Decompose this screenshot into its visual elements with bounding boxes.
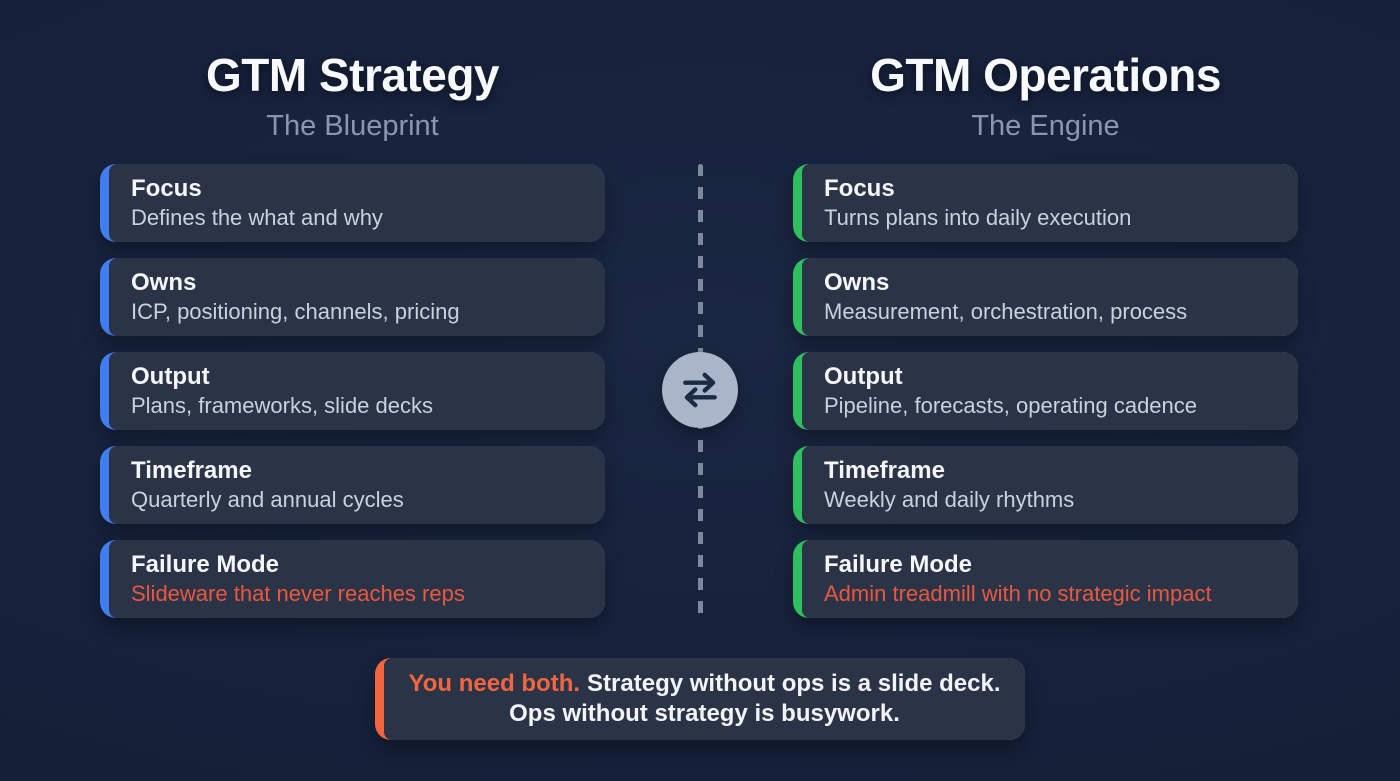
card-label: Timeframe (131, 457, 252, 484)
card-description: Slideware that never reaches reps (131, 581, 465, 606)
card-label: Timeframe (824, 457, 945, 484)
card-description: Pipeline, forecasts, operating cadence (824, 393, 1198, 418)
card-label: Failure Mode (824, 551, 973, 578)
swap-arrows-icon (662, 352, 738, 428)
callout-line1-text: Strategy without ops is a slide deck. (587, 670, 1001, 697)
strategy-title: GTM Strategy (205, 49, 500, 101)
callout-line-2: Ops without strategy is busywork. (509, 700, 900, 727)
card-label: Focus (131, 175, 202, 202)
strategy-subtitle: The Blueprint (266, 110, 439, 142)
callout-banner: You need both.Strategy without ops is a … (375, 658, 1025, 740)
card-label: Failure Mode (131, 551, 280, 578)
card-description: ICP, positioning, channels, pricing (131, 299, 460, 324)
card-label: Owns (824, 269, 890, 296)
operations-title: GTM Operations (870, 49, 1221, 101)
card-label: Output (131, 363, 210, 390)
card-label: Owns (131, 269, 197, 296)
callout-body: You need both.Strategy without ops is a … (384, 658, 1025, 740)
card-description: Defines the what and why (131, 205, 383, 230)
operations-subtitle: The Engine (971, 110, 1120, 142)
card-description: Quarterly and annual cycles (131, 487, 404, 512)
card-description: Admin treadmill with no strategic impact (824, 581, 1212, 606)
card-label: Output (824, 363, 903, 390)
card-description: Measurement, orchestration, process (824, 299, 1188, 324)
callout-line-1: You need both.Strategy without ops is a … (402, 669, 1007, 699)
card-description: Turns plans into daily execution (824, 205, 1132, 230)
card-description: Weekly and daily rhythms (824, 487, 1075, 512)
callout-lead: You need both. (408, 670, 581, 697)
card-label: Focus (824, 175, 895, 202)
card-description: Plans, frameworks, slide decks (131, 393, 433, 418)
